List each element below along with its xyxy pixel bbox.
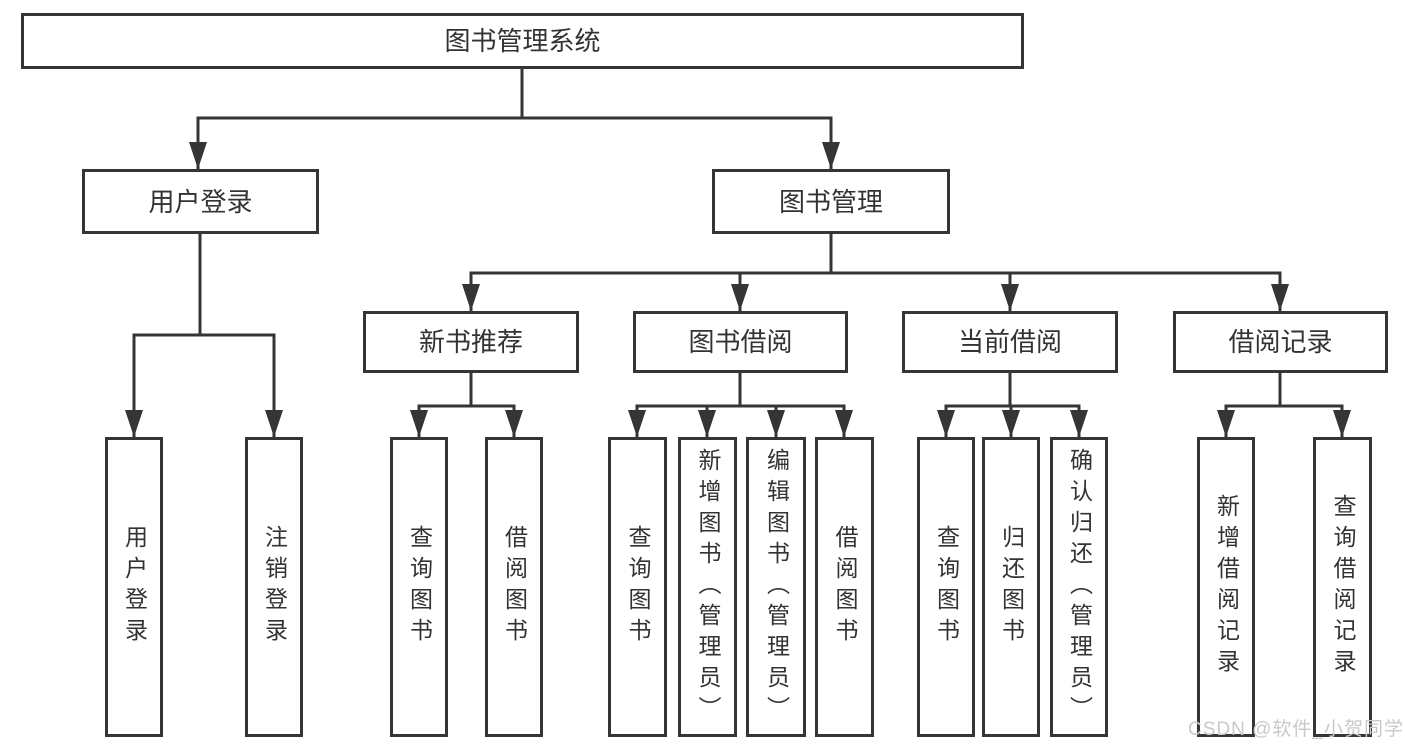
leaf-logout-label: 注销登录 <box>261 525 288 649</box>
leaf-return-books: 归还图书 <box>982 437 1040 737</box>
node-current-borrowing: 当前借阅 <box>902 311 1118 373</box>
node-book-borrowing-label: 图书借阅 <box>688 327 793 357</box>
node-user-login: 用户登录 <box>82 169 319 234</box>
leaf-query-books-3: 查询图书 <box>917 437 975 737</box>
leaf-edit-books-admin-label: 编辑图书（管理员） <box>763 447 790 727</box>
node-user-login-label: 用户登录 <box>148 186 253 217</box>
node-book-management-label: 图书管理 <box>778 186 883 217</box>
node-library-management-system: 图书管理系统 <box>21 13 1024 69</box>
leaf-add-borrow-record: 新增借阅记录 <box>1197 437 1255 737</box>
leaf-user-login: 用户登录 <box>105 437 163 737</box>
leaf-query-books-1: 查询图书 <box>390 437 448 737</box>
node-library-management-system-label: 图书管理系统 <box>444 26 601 56</box>
leaf-add-borrow-record-label: 新增借阅记录 <box>1213 494 1240 680</box>
leaf-user-login-label: 用户登录 <box>121 525 148 649</box>
leaf-query-borrow-record: 查询借阅记录 <box>1313 437 1372 737</box>
node-borrowing-records: 借阅记录 <box>1173 311 1388 373</box>
node-new-book-recommendation: 新书推荐 <box>363 311 579 373</box>
leaf-edit-books-admin: 编辑图书（管理员） <box>746 437 806 737</box>
leaf-borrow-books-1-label: 借阅图书 <box>501 525 528 649</box>
leaf-add-books-admin-label: 新增图书（管理员） <box>695 447 721 727</box>
leaf-confirm-return-admin-label: 确认归还（管理员） <box>1066 447 1093 727</box>
node-new-book-recommendation-label: 新书推荐 <box>418 327 523 357</box>
leaf-query-books-3-label: 查询图书 <box>933 525 960 649</box>
leaf-query-borrow-record-label: 查询借阅记录 <box>1330 494 1356 680</box>
node-borrowing-records-label: 借阅记录 <box>1228 327 1333 357</box>
leaf-borrow-books-2: 借阅图书 <box>815 437 874 737</box>
leaf-add-books-admin: 新增图书（管理员） <box>678 437 737 737</box>
leaf-query-books-2-label: 查询图书 <box>625 525 651 649</box>
leaf-logout: 注销登录 <box>245 437 303 737</box>
leaf-borrow-books-1: 借阅图书 <box>485 437 543 737</box>
watermark: CSDN @软件_小贺同学 <box>1188 719 1404 740</box>
leaf-query-books-2: 查询图书 <box>608 437 667 737</box>
node-book-borrowing: 图书借阅 <box>633 311 848 373</box>
leaf-query-books-1-label: 查询图书 <box>406 525 433 649</box>
leaf-borrow-books-2-label: 借阅图书 <box>832 525 858 649</box>
leaf-confirm-return-admin: 确认归还（管理员） <box>1050 437 1108 737</box>
arrowheads <box>125 142 1351 437</box>
leaf-return-books-label: 归还图书 <box>998 525 1025 649</box>
node-book-management: 图书管理 <box>712 169 950 234</box>
node-current-borrowing-label: 当前借阅 <box>957 327 1062 357</box>
